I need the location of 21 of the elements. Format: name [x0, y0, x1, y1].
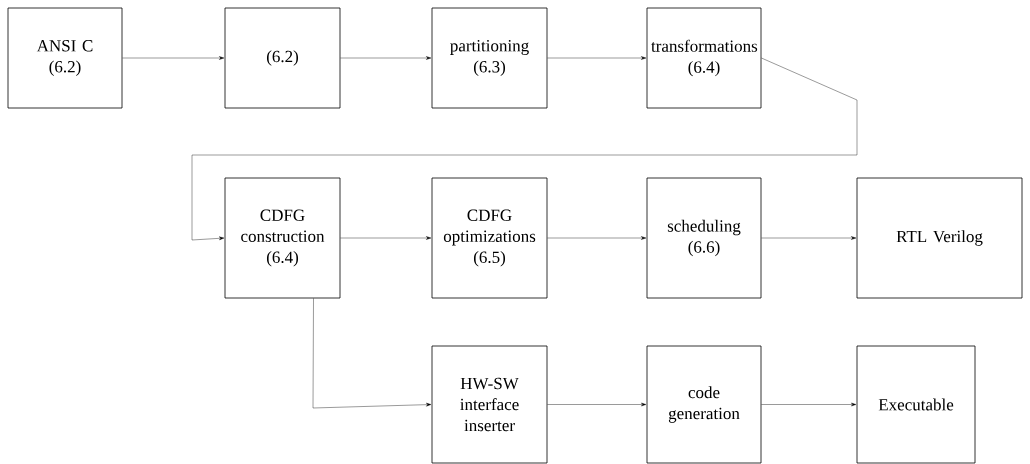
arrow	[547, 56, 647, 60]
arrow	[122, 56, 225, 60]
arrow	[547, 236, 647, 240]
process-box: partitioning (6.3)	[431, 7, 548, 109]
process-box: ANSI C (6.2)	[7, 7, 123, 109]
arrow	[547, 402, 647, 407]
process-box: HW-SW interface inserter	[431, 345, 548, 464]
process-box: (6.2)	[224, 7, 341, 109]
process-box: CDFG optimizations (6.5)	[431, 177, 548, 299]
process-box: transformations (6.4)	[646, 7, 762, 109]
process-box: RTL Verilog	[856, 177, 1023, 299]
process-box: Executable	[856, 345, 976, 464]
process-box: scheduling (6.6)	[646, 177, 762, 299]
arrow	[761, 236, 857, 240]
arrow	[340, 56, 432, 60]
arrow	[312, 298, 432, 409]
process-box: CDFG construction (6.4)	[224, 177, 341, 299]
process-box: code generation	[646, 345, 762, 464]
arrow	[340, 236, 432, 240]
arrow	[191, 57, 858, 241]
arrow	[761, 402, 857, 407]
